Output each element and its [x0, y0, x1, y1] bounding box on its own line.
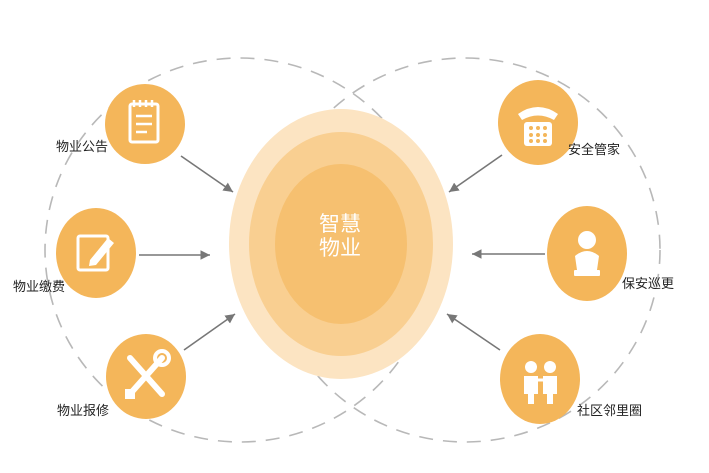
bust-icon: [574, 231, 600, 276]
center-circle-inner: [275, 164, 407, 324]
node-community-circle[interactable]: [500, 334, 580, 424]
people-icon: [524, 361, 557, 404]
label-security-butler: 安全管家: [568, 143, 621, 158]
label-property-payment: 物业缴费: [13, 280, 66, 295]
node-property-repair[interactable]: [106, 334, 186, 419]
label-property-notice: 物业公告: [56, 140, 109, 155]
edit-icon: [76, 234, 114, 272]
arrow-repair: [183, 313, 236, 351]
node-guard-patrol[interactable]: [547, 206, 627, 301]
arrow-notice: [180, 155, 234, 193]
label-property-repair: 物业报修: [57, 404, 110, 419]
center-title-line2: 物业: [319, 236, 361, 260]
node-property-payment[interactable]: [56, 208, 136, 298]
label-community-circle: 社区邻里圈: [577, 404, 643, 419]
node-security-butler[interactable]: [498, 80, 578, 165]
center-title-line1: 智慧: [319, 212, 361, 236]
label-guard-patrol: 保安巡更: [622, 277, 675, 292]
phone-icon: [518, 107, 558, 146]
arrow-security: [448, 154, 503, 193]
notepad-icon: [128, 100, 160, 144]
tools-icon: [125, 349, 171, 399]
center-title: 智慧 物业: [295, 212, 385, 260]
node-property-notice[interactable]: [105, 84, 185, 164]
arrow-community: [446, 313, 501, 351]
